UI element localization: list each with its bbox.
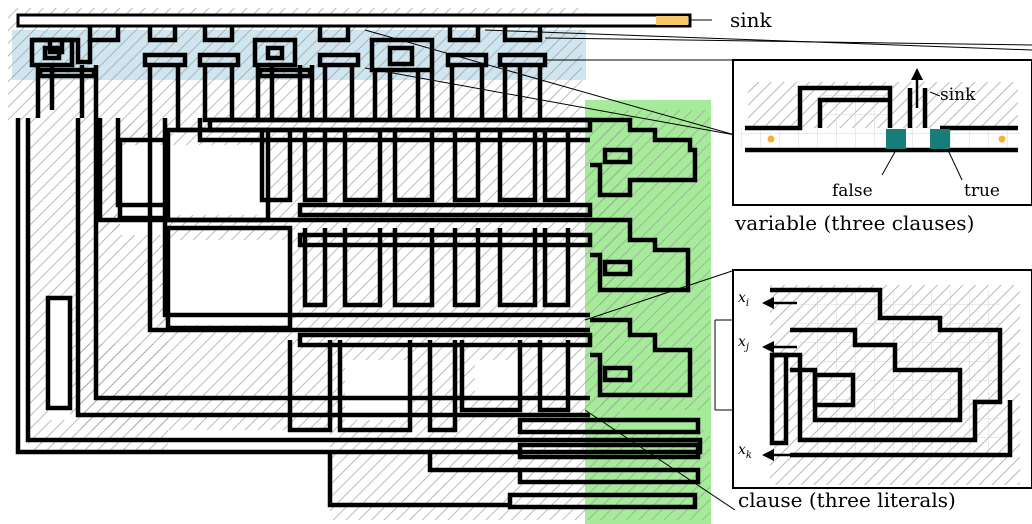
inset-sink-label: sink <box>940 85 976 105</box>
variable-gadgets <box>29 26 548 118</box>
literal-xj: xj <box>738 334 749 353</box>
variable-caption: variable (three clauses) <box>734 211 974 235</box>
crossing-grid <box>207 117 593 433</box>
false-block <box>886 129 906 149</box>
sink-bar: sink <box>16 8 773 32</box>
left-dot <box>767 135 775 143</box>
true-label: true <box>964 181 1000 201</box>
clause-caption: clause (three literals) <box>738 488 956 512</box>
right-dot <box>998 135 1006 143</box>
literal-xk: xk <box>738 442 752 461</box>
literal-xi: xi <box>738 290 749 309</box>
clause-gadgets <box>327 117 701 510</box>
clause-inset: xi xj xk clause (three literals) <box>732 269 1032 512</box>
variable-inset: sink false true variable (three clauses) <box>732 59 1032 235</box>
sink-marker <box>656 16 688 25</box>
false-label: false <box>832 181 873 201</box>
true-block <box>930 129 950 149</box>
literal-arrows <box>762 297 797 461</box>
zoom-connectors <box>364 29 1032 511</box>
sink-label: sink <box>730 8 773 32</box>
